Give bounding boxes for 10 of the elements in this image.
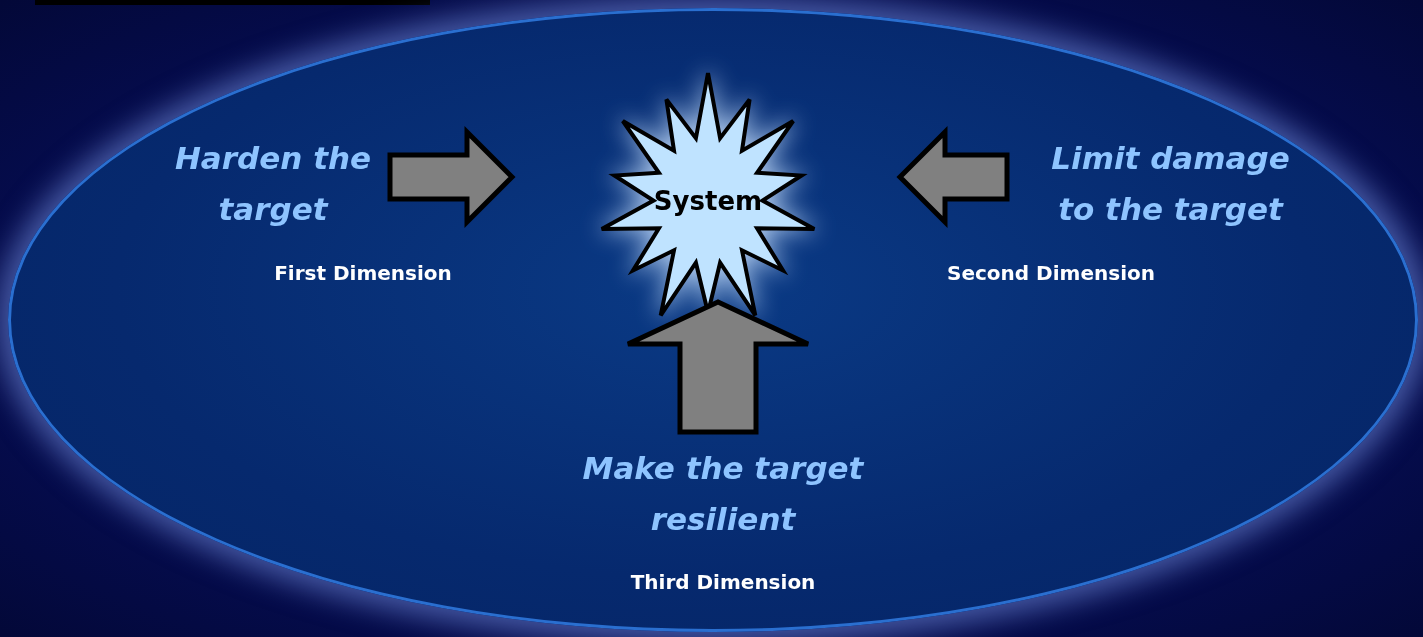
dimension-caption: First Dimension	[274, 261, 452, 285]
block-arrow	[387, 125, 516, 229]
heading-text: Make the target resilient	[568, 443, 878, 543]
dimension-caption: Third Dimension	[630, 570, 816, 594]
heading-text: Limit damage to the target	[1038, 133, 1303, 233]
heading-text: Harden the target	[168, 133, 378, 233]
dimension-caption: Second Dimension	[947, 261, 1155, 285]
block-arrow	[625, 299, 811, 435]
node-label: System	[653, 185, 763, 216]
block-arrow	[896, 125, 1010, 229]
